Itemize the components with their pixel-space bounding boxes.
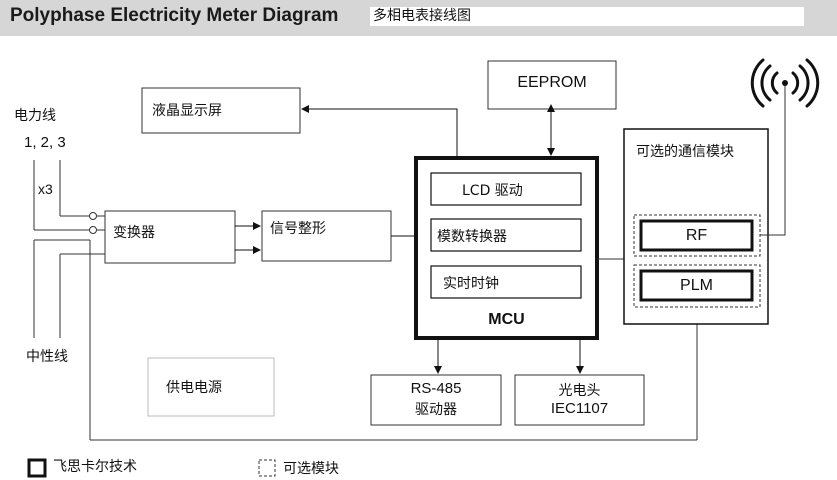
adc-label: 模数转换器: [437, 229, 507, 245]
lcd-display-box: [141, 87, 301, 134]
legend-freescale-swatch: [27, 458, 47, 478]
antenna-feed: [760, 85, 786, 236]
plm-box: [639, 269, 754, 302]
terminal-node: [89, 226, 97, 234]
input-wires: [33, 160, 698, 441]
legend-optional-swatch: [258, 459, 276, 477]
lcd-driver-box: [430, 172, 582, 206]
title-english: Polyphase Electricity Meter Diagram: [10, 5, 339, 26]
rs485-box: [370, 374, 502, 426]
arrow: [301, 105, 458, 157]
rtc-box: [430, 265, 582, 299]
optical-box: [514, 374, 645, 426]
eeprom-label: EEPROM: [517, 74, 587, 91]
rf-box: [639, 219, 754, 252]
neutral-label: 中性线: [26, 349, 68, 365]
optical-label-line1: 光电头: [558, 383, 601, 399]
mcu-label: MCU: [488, 311, 525, 328]
rs485-label-line2: 驱动器: [415, 402, 457, 418]
legend-freescale-label: 飞思卡尔技术: [53, 459, 137, 475]
lcd-driver-label: LCD 驱动: [462, 183, 523, 199]
power-supply-box: [147, 357, 275, 417]
power-supply-label: 供电电源: [166, 380, 222, 396]
title-chinese: 多相电表接线图: [370, 7, 804, 26]
title-bar: Polyphase Electricity Meter Diagram 多相电表…: [0, 0, 837, 36]
antenna-icon: [750, 58, 820, 108]
rf-label: RF: [685, 227, 708, 244]
comm-module-title: 可选的通信模块: [636, 144, 734, 160]
signal-shaping-label: 信号整形: [270, 221, 326, 237]
plm-optional-outline: [633, 264, 761, 308]
phases-label: 1, 2, 3: [24, 134, 66, 151]
optical-label-line2: IEC1107: [550, 400, 609, 417]
rtc-label: 实时时钟: [443, 276, 499, 292]
eeprom-box: [487, 60, 617, 110]
transformer-box: [104, 210, 236, 264]
signal-shaping-box: [261, 210, 392, 262]
power-line-label: 电力线: [14, 108, 56, 124]
terminal-node: [89, 212, 97, 220]
plm-label: PLM: [680, 277, 713, 294]
transformer-label: 变换器: [113, 225, 155, 241]
rs485-label-line1: RS-485: [410, 380, 462, 397]
adc-box: [430, 218, 582, 252]
multiplier-label: x3: [38, 181, 53, 197]
lcd-display-label: 液晶显示屏: [152, 103, 222, 119]
legend-optional-label: 可选模块: [283, 461, 339, 477]
